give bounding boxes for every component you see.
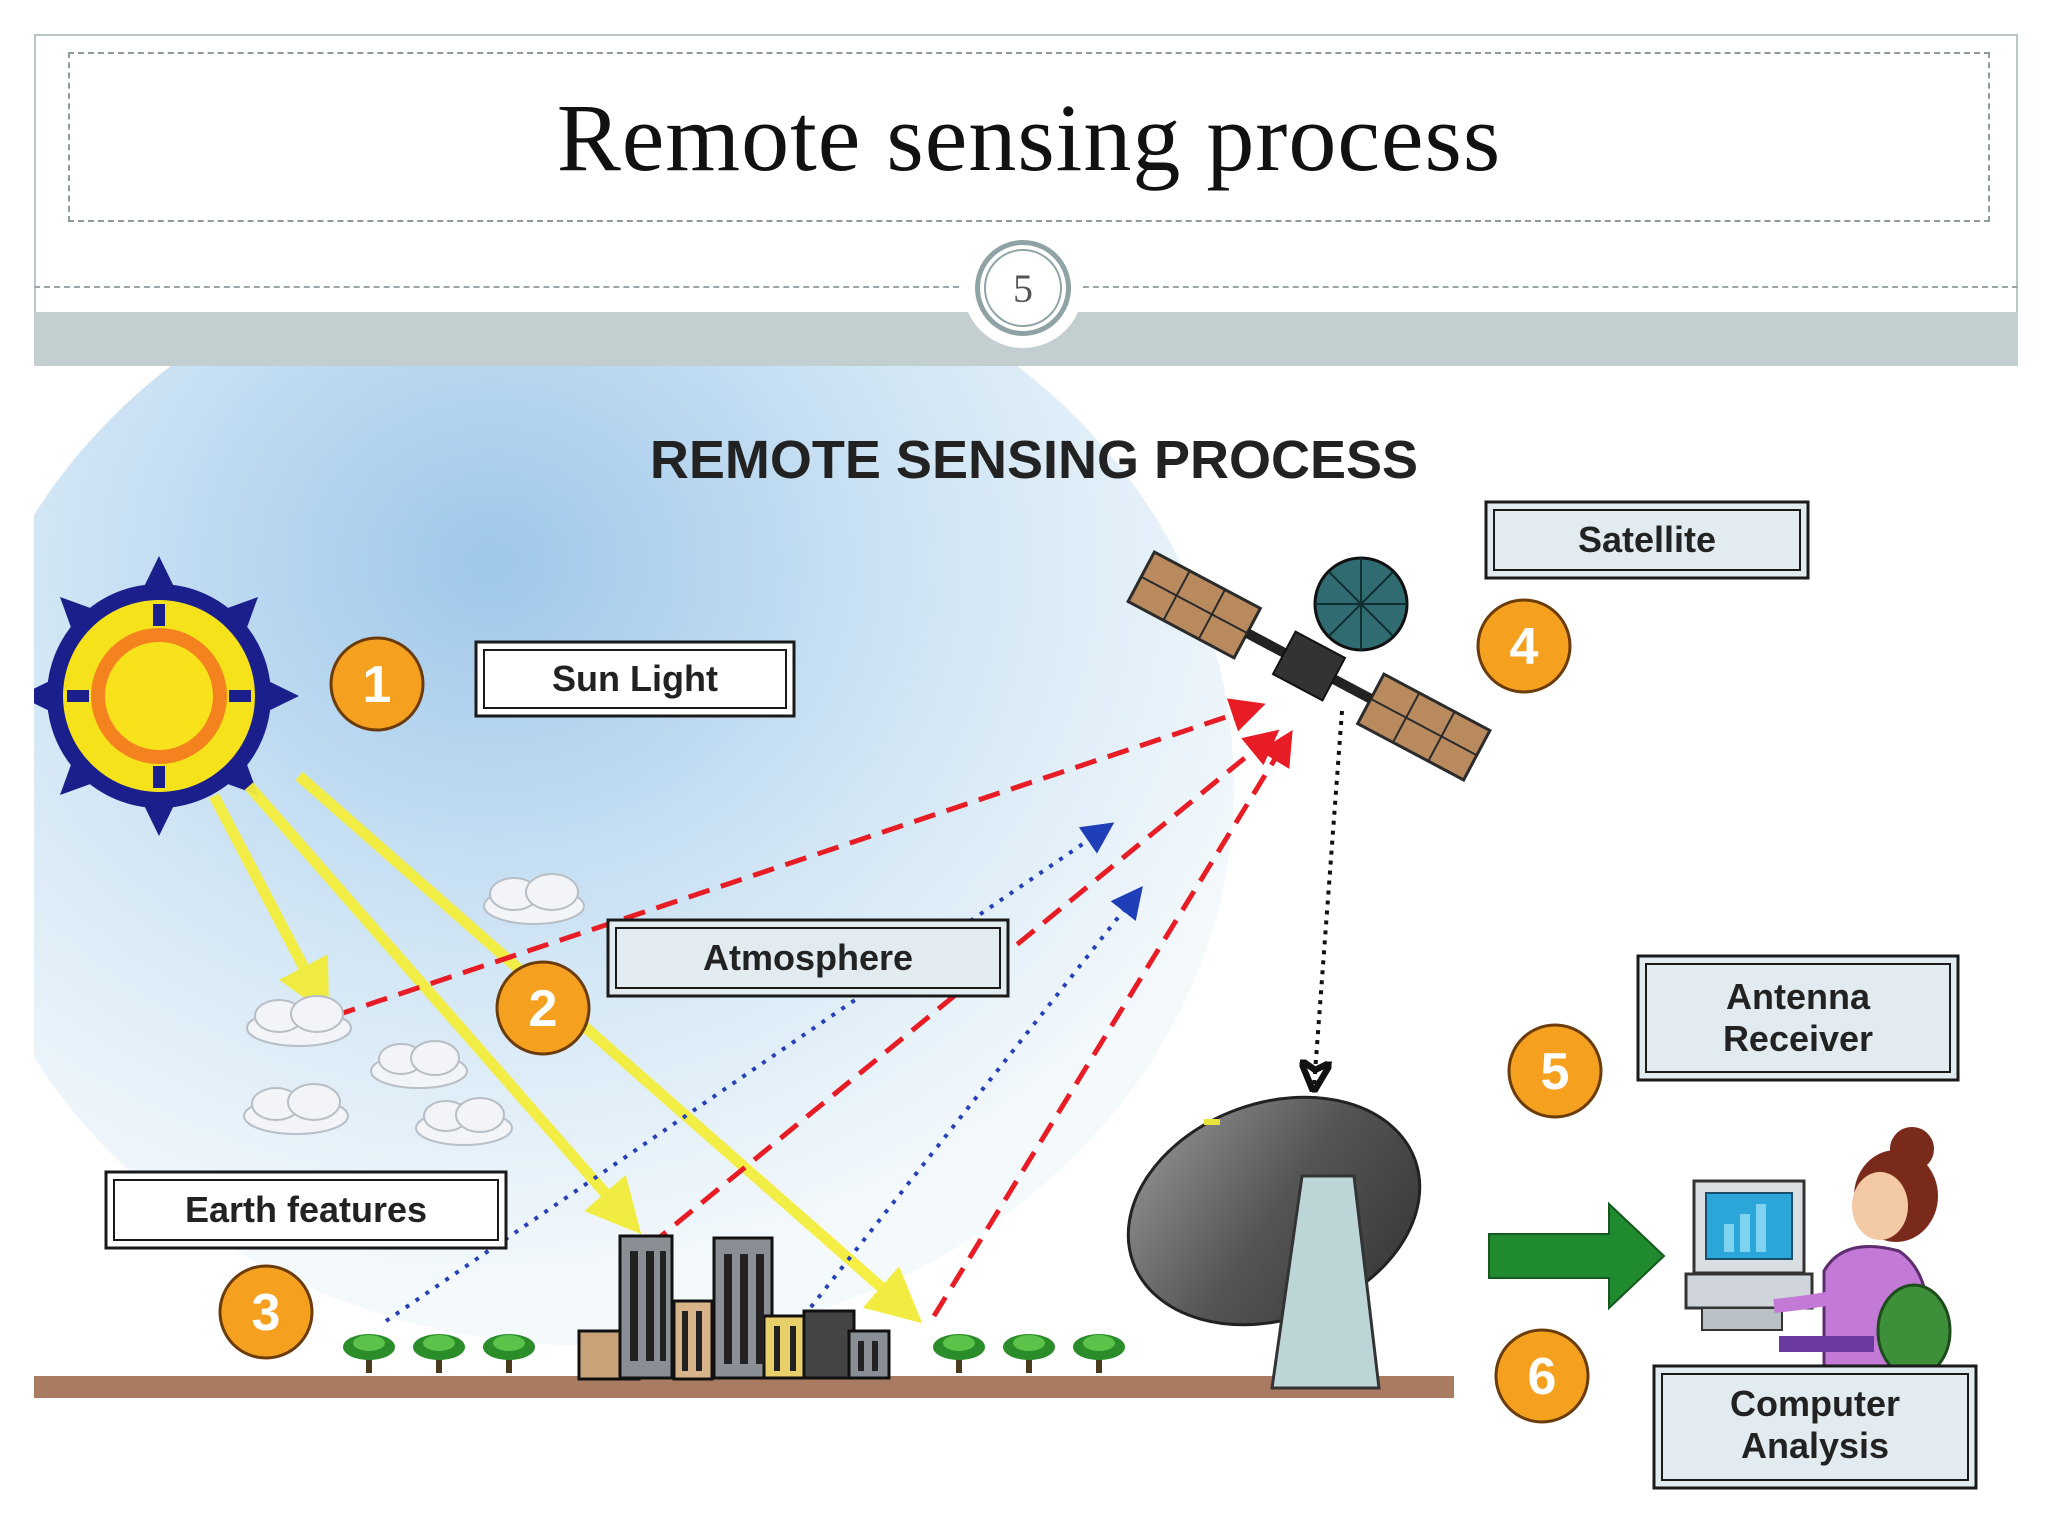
svg-text:6: 6	[1528, 1348, 1557, 1406]
trees-left	[343, 1334, 535, 1373]
slide-number: 5	[975, 240, 1071, 336]
cloud-icon	[246, 995, 352, 1047]
computer-analyst-icon	[1684, 1127, 1952, 1379]
svg-text:Satellite: Satellite	[1578, 519, 1716, 560]
svg-text:3: 3	[252, 1284, 281, 1342]
city-buildings-icon	[577, 1234, 891, 1381]
svg-text:Sun Light: Sun Light	[552, 658, 718, 699]
cloud-icon	[370, 1040, 468, 1089]
tree-icon	[413, 1334, 465, 1373]
tree-icon	[1073, 1334, 1125, 1373]
step-badge-3: 3	[218, 1264, 314, 1360]
tree-icon	[343, 1334, 395, 1373]
svg-text:Receiver: Receiver	[1723, 1018, 1873, 1059]
ray-to-city	[244, 782, 642, 1235]
ground-strip	[34, 1376, 1454, 1398]
cloud-icon	[243, 1083, 349, 1135]
cloud-icon	[415, 1097, 513, 1146]
reflected-energy	[333, 698, 1293, 1318]
emit-from-city	[794, 885, 1143, 1328]
label-antenna-receiver: Antenna Receiver	[1636, 954, 1960, 1082]
svg-text:4: 4	[1510, 618, 1539, 676]
svg-text:Computer: Computer	[1730, 1383, 1900, 1424]
clouds	[243, 873, 585, 1146]
step-badge-5: 5	[1507, 1023, 1603, 1119]
label-satellite: Satellite	[1484, 500, 1810, 580]
svg-text:Antenna: Antenna	[1726, 976, 1871, 1017]
svg-text:Analysis: Analysis	[1741, 1425, 1889, 1466]
label-earth-features: Earth features	[104, 1170, 508, 1250]
svg-text:2: 2	[529, 980, 558, 1038]
antenna-dish-icon	[1126, 1095, 1422, 1390]
sun-icon	[34, 556, 299, 836]
step-badge-4: 4	[1476, 598, 1572, 694]
label-computer-analysis: Computer Analysis	[1652, 1364, 1978, 1490]
diagram-heading: REMOTE SENSING PROCESS	[650, 430, 1418, 490]
trees-right	[933, 1334, 1125, 1373]
ray-to-trees	[295, 771, 923, 1324]
svg-text:5: 5	[1541, 1043, 1570, 1101]
cloud-icon	[483, 873, 585, 925]
diagram-canvas: REMOTE SENSING PROCESS	[34, 366, 2018, 1506]
step-badge-2: 2	[495, 960, 591, 1056]
label-atmosphere: Atmosphere	[606, 918, 1010, 998]
step-badge-6: 6	[1494, 1328, 1590, 1424]
remote-sensing-diagram: REMOTE SENSING PROCESS	[34, 366, 2018, 1506]
step-badge-1: 1	[329, 636, 425, 732]
svg-text:Earth features: Earth features	[185, 1189, 427, 1230]
data-flow-arrow-icon	[1488, 1201, 1666, 1311]
svg-text:1: 1	[363, 656, 392, 714]
tree-icon	[1003, 1334, 1055, 1373]
title-box: Remote sensing process	[68, 52, 1990, 222]
label-sun-light: Sun Light	[474, 640, 796, 718]
satellite-icon	[1126, 550, 1492, 782]
slide-title: Remote sensing process	[556, 83, 1502, 191]
tree-icon	[933, 1334, 985, 1373]
ray-to-clouds	[209, 793, 330, 1016]
tree-icon	[483, 1334, 535, 1373]
reflect-from-clouds	[333, 698, 1266, 1019]
sunlight-rays	[209, 771, 923, 1324]
svg-text:Atmosphere: Atmosphere	[703, 937, 913, 978]
downlink-arrow	[1314, 710, 1344, 1086]
reflect-from-trees	[931, 730, 1293, 1318]
